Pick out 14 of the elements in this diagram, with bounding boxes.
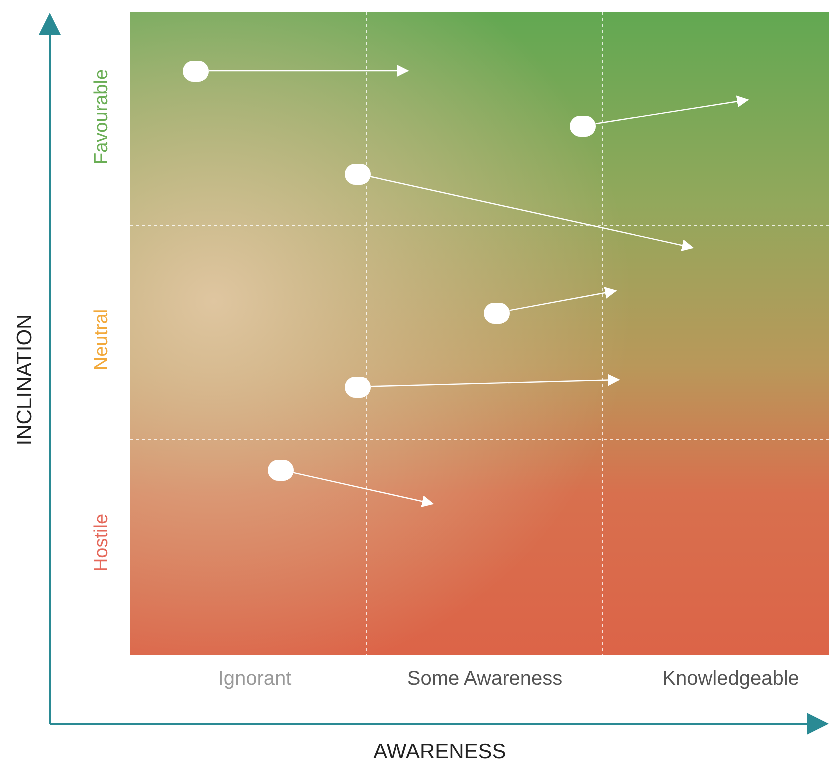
arrow [596, 96, 750, 125]
axis-label: Some Awareness [407, 669, 563, 689]
axis-label: Hostile [92, 514, 112, 572]
arrow [293, 472, 434, 508]
axis-label: Favourable [92, 69, 112, 165]
arrow [209, 65, 410, 77]
arrow [370, 176, 694, 252]
arrow [510, 287, 618, 312]
axis-label: Knowledgeable [662, 669, 800, 689]
axis-label: AWARENESS [374, 742, 506, 762]
axis-label: INCLINATION [14, 314, 36, 446]
arrow [370, 374, 620, 388]
axis-label: Neutral [92, 309, 112, 371]
axis-label: Ignorant [218, 669, 292, 689]
